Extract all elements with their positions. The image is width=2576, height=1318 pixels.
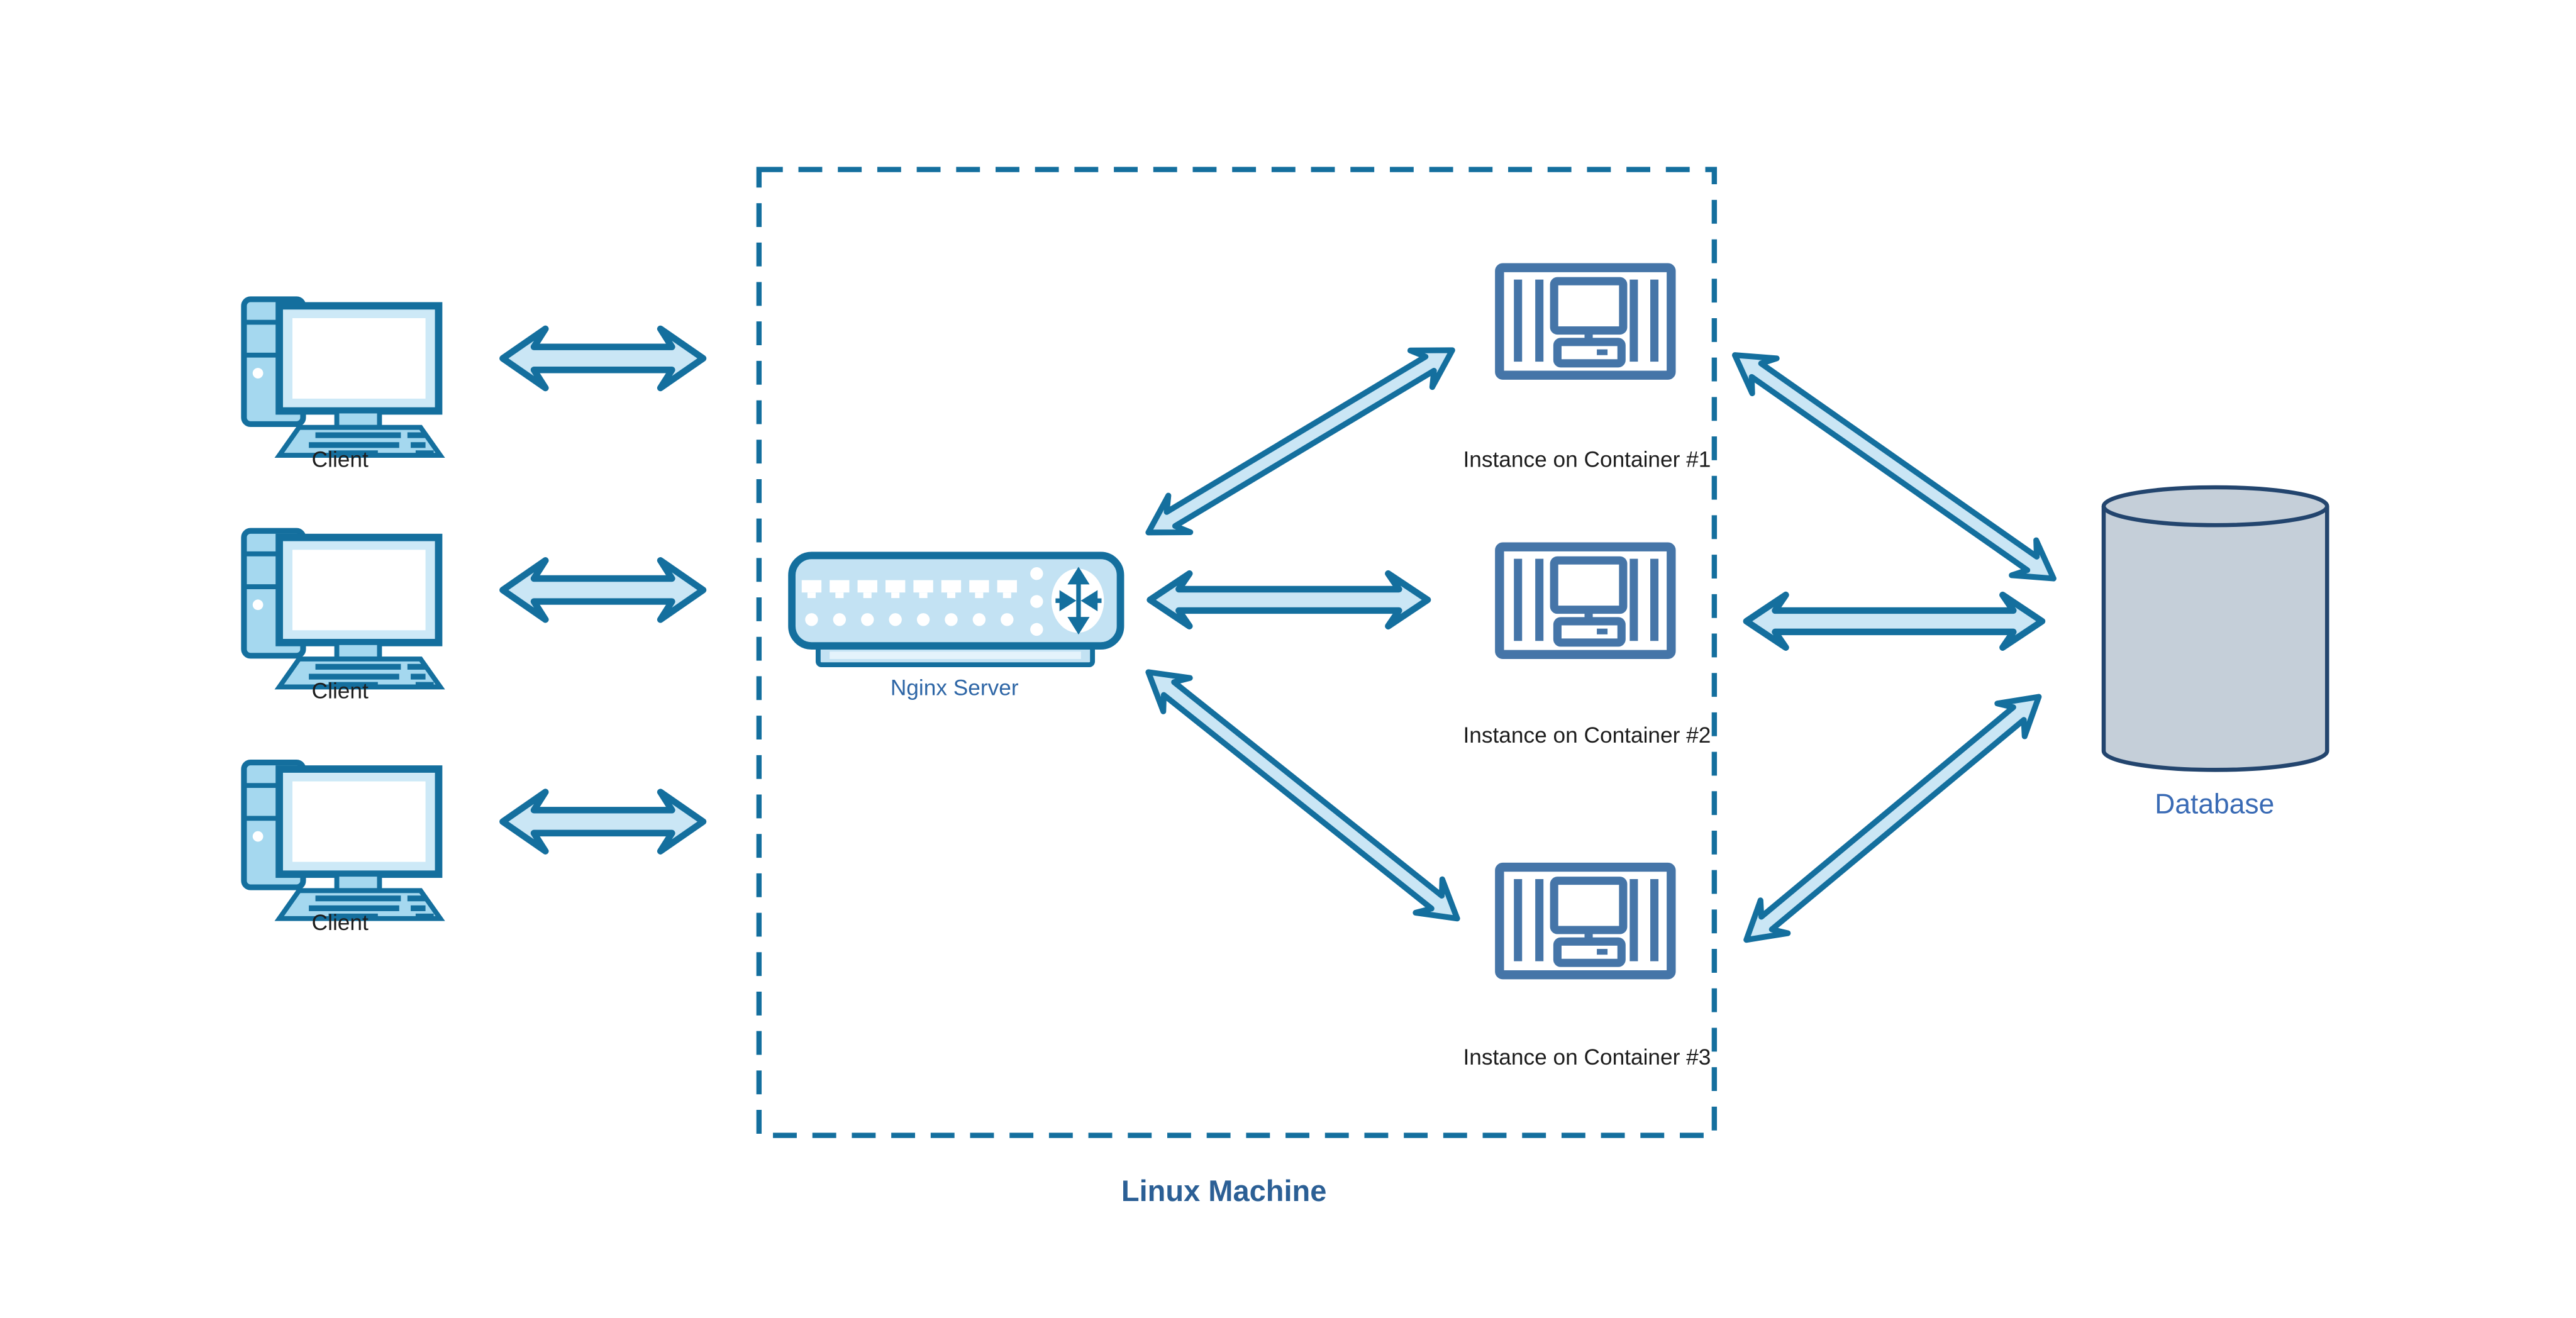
nginx-container3-arrow-icon <box>1145 669 1460 922</box>
linux-machine-label: Linux Machine <box>1121 1174 1327 1207</box>
client-node-2: Client <box>244 531 440 704</box>
client-label: Client <box>312 679 369 704</box>
container-instance-icon <box>1499 867 1671 975</box>
connection-arrows <box>499 325 2057 943</box>
linux-machine-boundary <box>756 167 1718 1138</box>
load-balance-arrows-glyph <box>1055 567 1102 635</box>
container-label: Instance on Container #1 <box>1463 447 1711 472</box>
nginx-container2-arrow-icon <box>1146 570 1431 629</box>
container3-database-arrow-icon <box>1743 694 2042 943</box>
container-instance-icon <box>1499 268 1671 375</box>
client3-nginx-arrow-icon <box>499 789 707 855</box>
container2-database-arrow-icon <box>1743 591 2046 651</box>
desktop-computer-icon <box>244 299 440 455</box>
client-node-3: Client <box>244 763 440 935</box>
database-node: Database <box>2101 485 2329 820</box>
client-label: Client <box>312 447 369 472</box>
container-instance-icon <box>1499 547 1671 655</box>
container-node-1: Instance on Container #1 <box>1463 268 1711 472</box>
container-label: Instance on Container #3 <box>1463 1045 1711 1070</box>
desktop-computer-icon <box>244 763 440 919</box>
client1-nginx-arrow-icon <box>499 325 707 392</box>
container-label: Instance on Container #2 <box>1463 723 1711 748</box>
nginx-server-label: Nginx Server <box>891 675 1019 700</box>
container1-database-arrow-icon <box>1731 352 2057 582</box>
desktop-computer-icon <box>244 531 440 687</box>
client-node-1: Client <box>244 299 440 472</box>
nginx-server-node: Nginx Server <box>788 551 1124 700</box>
database-cylinder-icon <box>2101 485 2329 772</box>
container-node-2: Instance on Container #2 <box>1463 547 1711 748</box>
client2-nginx-arrow-icon <box>499 557 707 623</box>
load-balancer-icon <box>788 551 1124 668</box>
nginx-container1-arrow-icon <box>1145 347 1455 536</box>
client-label: Client <box>312 911 369 935</box>
database-label: Database <box>2155 789 2274 820</box>
container-node-3: Instance on Container #3 <box>1463 867 1711 1070</box>
